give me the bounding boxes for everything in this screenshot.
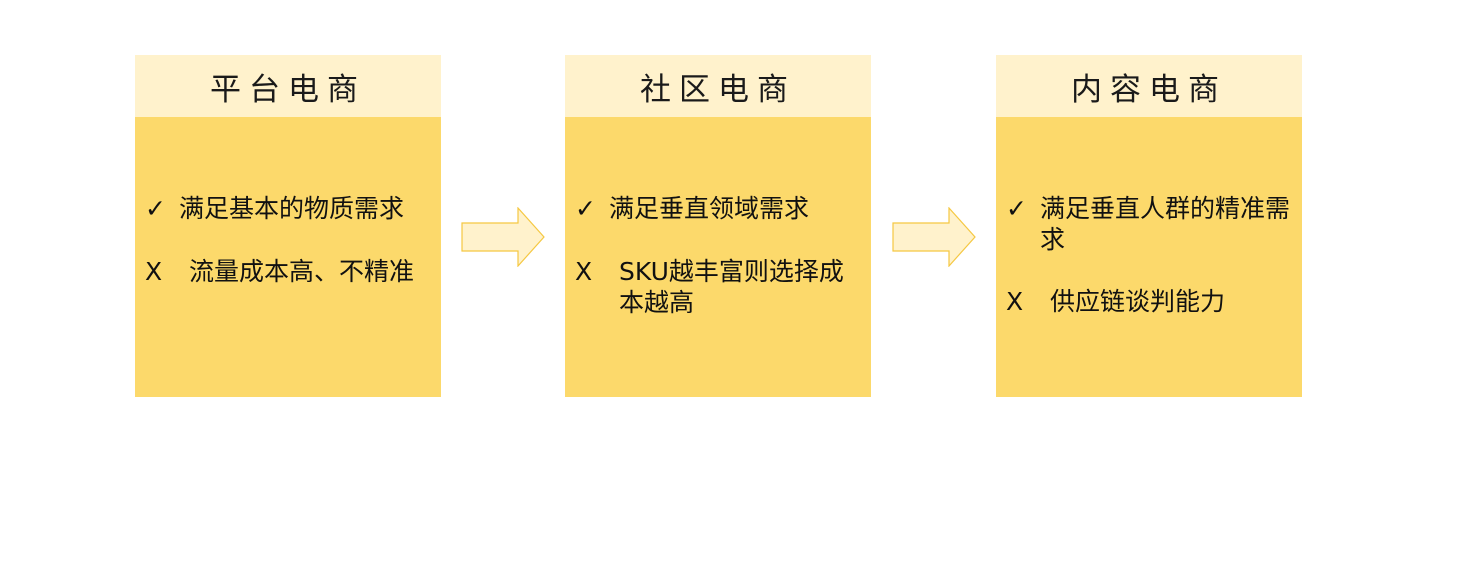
con-text: 流量成本高、不精准 (189, 257, 415, 286)
pro-text: 满足垂直人群的精准需求 (1040, 194, 1291, 254)
card-community-ecommerce: 社区电商 ✓ 满足垂直领域需求 X SKU越丰富则选择成本越高 (565, 55, 871, 397)
card-title: 社区电商 (565, 55, 871, 117)
con-item: X 供应链谈判能力 (996, 286, 1302, 317)
right-arrow-icon (461, 207, 545, 267)
con-item: X SKU越丰富则选择成本越高 (565, 256, 871, 318)
card-content-ecommerce: 内容电商 ✓ 满足垂直人群的精准需求 X 供应链谈判能力 (996, 55, 1302, 397)
cross-icon: X (575, 257, 593, 286)
card-body: ✓ 满足垂直领域需求 X SKU越丰富则选择成本越高 (565, 117, 871, 397)
con-item: X 流量成本高、不精准 (135, 256, 441, 287)
check-icon: ✓ (1006, 194, 1027, 223)
pro-text: 满足垂直领域需求 (609, 194, 810, 223)
cross-icon: X (145, 257, 163, 286)
con-text: SKU越丰富则选择成本越高 (619, 257, 844, 317)
card-platform-ecommerce: 平台电商 ✓ 满足基本的物质需求 X 流量成本高、不精准 (135, 55, 441, 397)
arrow-shape (461, 207, 545, 267)
right-arrow-icon (892, 207, 976, 267)
card-body: ✓ 满足垂直人群的精准需求 X 供应链谈判能力 (996, 117, 1302, 397)
pro-item: ✓ 满足基本的物质需求 (135, 193, 441, 224)
card-body: ✓ 满足基本的物质需求 X 流量成本高、不精准 (135, 117, 441, 397)
check-icon: ✓ (145, 194, 166, 223)
pro-text: 满足基本的物质需求 (179, 194, 405, 223)
pro-item: ✓ 满足垂直领域需求 (565, 193, 871, 224)
card-title: 内容电商 (996, 55, 1302, 117)
arrow-shape (892, 207, 976, 267)
cross-icon: X (1006, 287, 1024, 316)
card-title: 平台电商 (135, 55, 441, 117)
con-text: 供应链谈判能力 (1050, 287, 1226, 316)
check-icon: ✓ (575, 194, 596, 223)
pro-item: ✓ 满足垂直人群的精准需求 (996, 193, 1302, 255)
